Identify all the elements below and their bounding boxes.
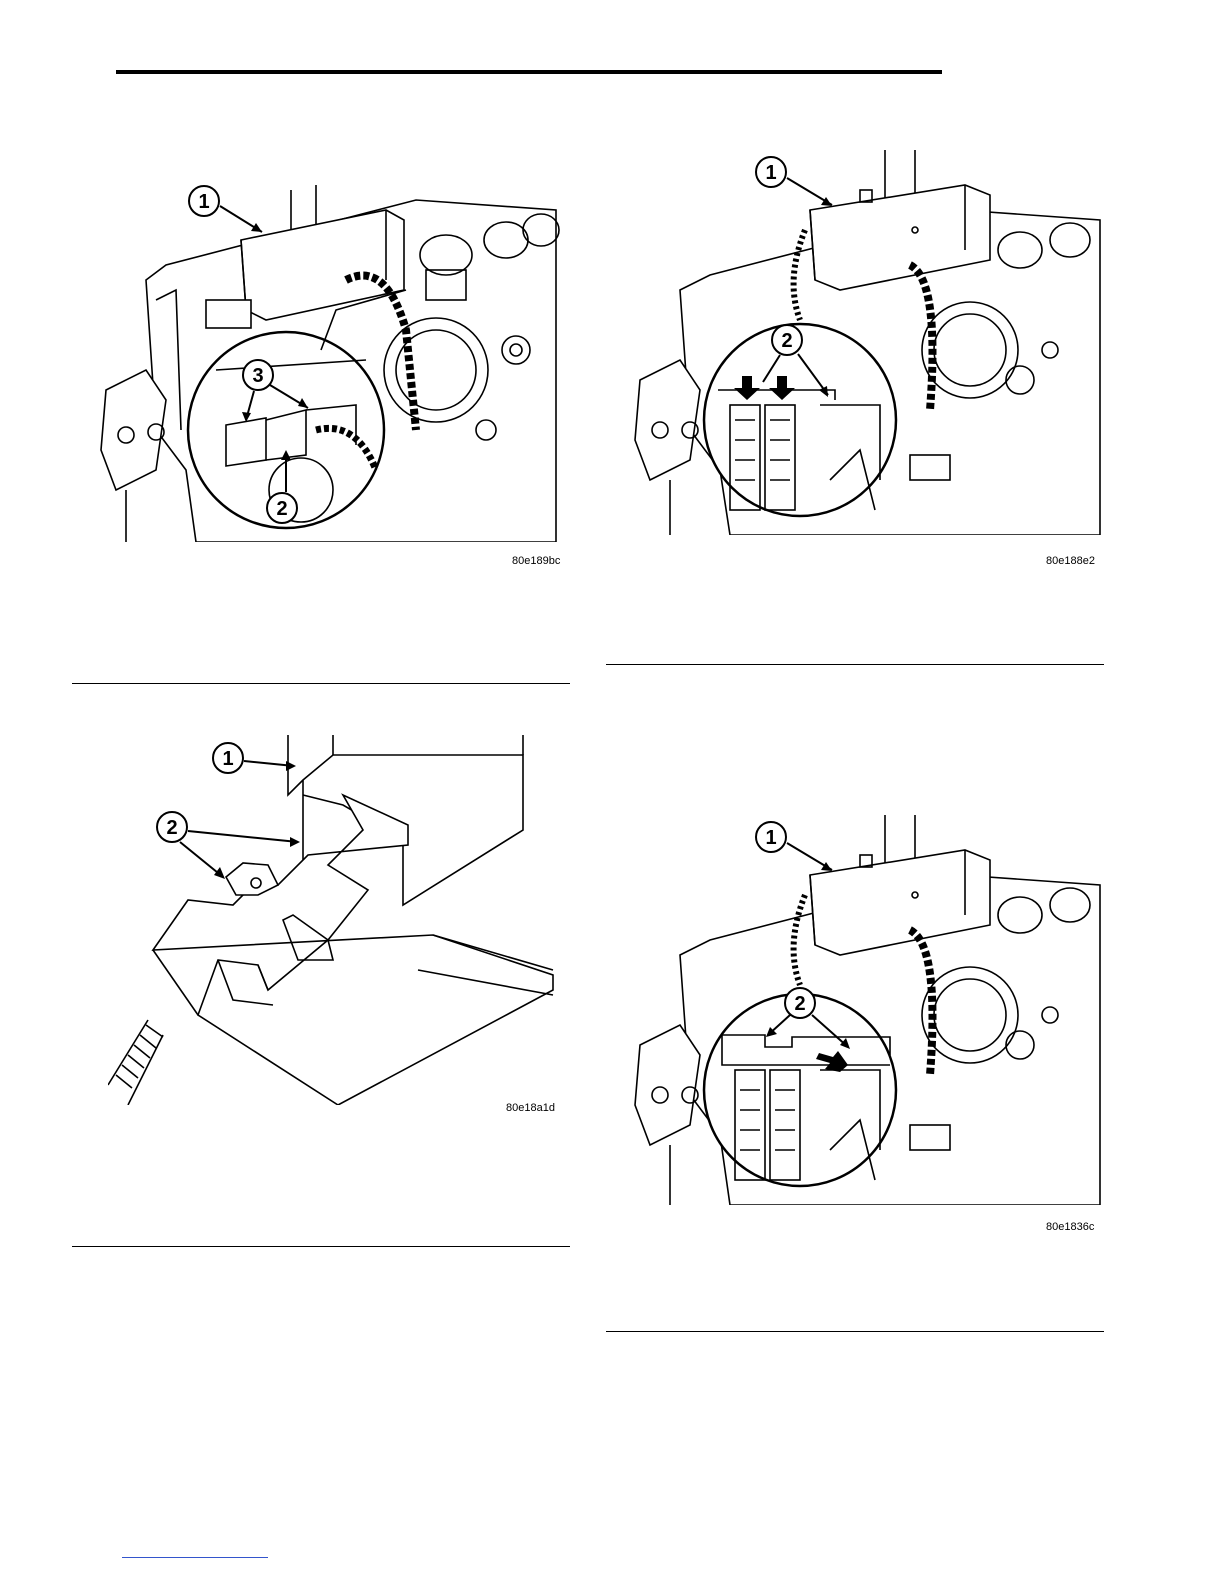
figure-1-code: 80e189bc: [512, 555, 560, 567]
top-header-rule: [116, 70, 942, 74]
callout-label-2: 2: [276, 498, 287, 520]
callout-label-1: 1: [222, 748, 233, 770]
figure-3-code: 80e18a1d: [506, 1102, 555, 1114]
section-divider-right-1: [606, 664, 1104, 665]
callout-label-1: 1: [198, 191, 209, 213]
callout-label-2: 2: [166, 817, 177, 839]
figure-2-code: 80e188e2: [1046, 555, 1095, 567]
figure-4-drawing: 1 2: [620, 815, 1110, 1205]
figure-1-drawing: 1 3 2: [86, 170, 566, 542]
callout-label-1: 1: [765, 162, 776, 184]
callout-label-2: 2: [794, 993, 805, 1015]
figure-timing-chain-tool-install: 1 3 2: [86, 170, 566, 542]
figure-timing-chain-alignment: 1 2: [620, 150, 1110, 535]
figure-timing-chain-locked: 1 2: [620, 815, 1110, 1205]
callout-label-1: 1: [765, 827, 776, 849]
figure-4-code: 80e1836c: [1046, 1221, 1094, 1233]
section-divider-right-2: [606, 1331, 1104, 1332]
figure-tool-detail-closeup: 1 2: [108, 735, 558, 1105]
figure-3-drawing: 1 2: [108, 735, 558, 1105]
callout-label-2: 2: [781, 330, 792, 352]
figure-2-drawing: 1 2: [620, 150, 1110, 535]
footer-link-underline: [122, 1557, 268, 1558]
section-divider-left-1: [72, 683, 570, 684]
section-divider-left-2: [72, 1246, 570, 1247]
callout-label-3: 3: [252, 365, 263, 387]
